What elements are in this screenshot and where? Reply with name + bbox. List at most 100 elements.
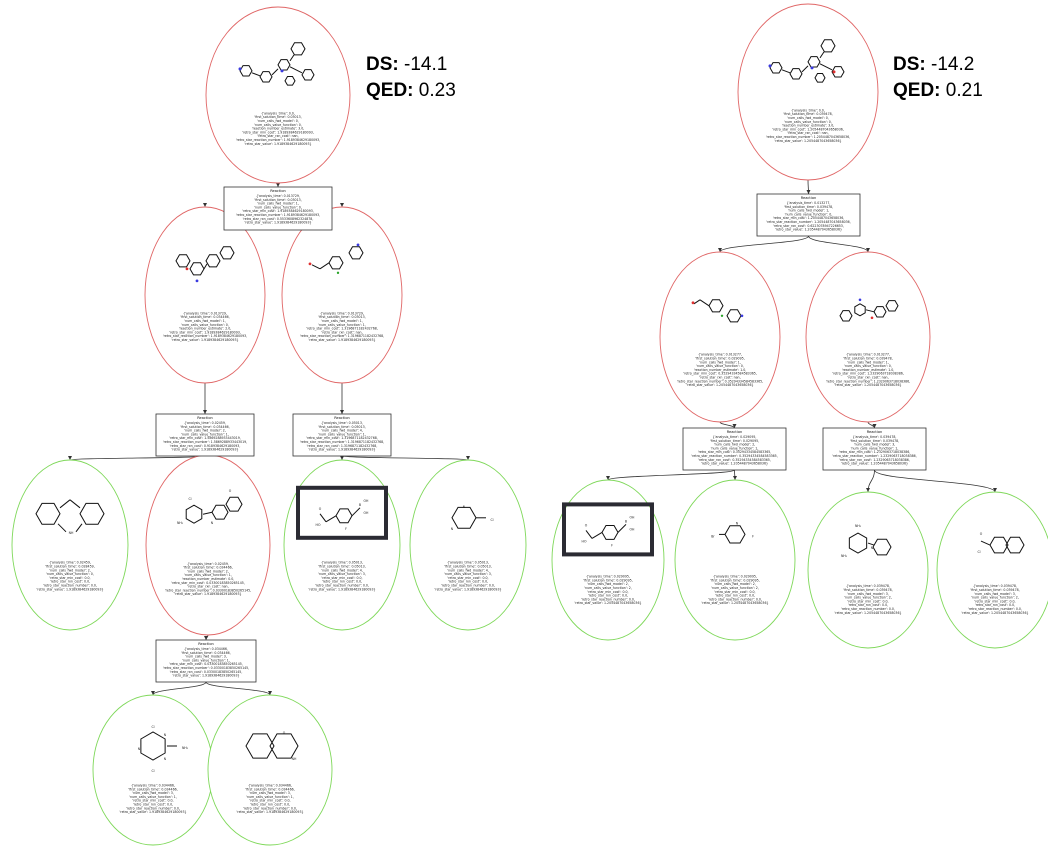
node-stat-line: 'reaction_number_estimate': 1.0, [842, 368, 895, 372]
retrosynthesis-tree-2: {'analysis_time': 0.0,'first_solution_ti… [551, 3, 1048, 649]
solved-node-outline [807, 491, 929, 649]
svg-text:Cl: Cl [151, 725, 154, 729]
node-stat-line: 'first_solution_time': 0.03013, [254, 115, 301, 119]
reaction-stat-line: 'retro_star_reaction_number': 1.20544870… [766, 220, 850, 224]
node-stat-line: 'num_calls_fwd_model': 2, [49, 568, 91, 572]
node-stat-line: {'analysis_time': 0.013277, [698, 353, 742, 357]
node-stat-line: 'first_solution_time': 0.029095, [695, 357, 744, 361]
node-stat-line: 'retro_star_reaction_number': 0.0, [43, 584, 97, 588]
node-stat-line: {'analysis_time': 0.02459, [187, 562, 229, 566]
node-stat-line: 'retro_star_min_cost': 0.0, [974, 599, 1015, 603]
reaction-stat-line: 'retro_star_rxn_cost': 0.918938462918009… [170, 444, 241, 448]
reaction-box-outline [756, 193, 861, 237]
molecule-node-aryl-acid: {'analysis_time': 0.013277,'first_soluti… [659, 251, 781, 423]
node-stat-line: 'retro_star_value': 1.2054487043658036} [774, 139, 841, 143]
node-stat-line: 'retro_star_rxn_cost': 0.0, [250, 803, 290, 807]
node-stat-line: 'retro_star_min_cost': 0.0, [49, 576, 90, 580]
ds-score-right: DS: -14.2 [893, 54, 975, 75]
reaction-box: Reaction{'analysis_time': 0.013729,'firs… [223, 186, 333, 231]
reaction-stat-line: 'retro_star_value': 1.2054487043658036} [775, 228, 842, 232]
reaction-stat-line: 'retro_star_rxn_cost': 1.232906371803838… [839, 458, 910, 462]
svg-text:OH: OH [630, 515, 636, 519]
svg-text:N: N [164, 757, 167, 761]
node-stat-line: 'retro_star_value': 1.9189384629180093} [434, 587, 501, 591]
node-stat-line: 'retro_star_value': 1.9189384629180093} [244, 142, 311, 146]
node-stat-line: 'num_calls_value_function': 1, [129, 795, 177, 799]
node-stat-line: 'retro_star_min_cost': 1.918938462918009… [169, 330, 241, 334]
reaction-box: Reaction{'analysis_time': 0.013277,'firs… [756, 193, 861, 237]
node-stat-line: 'retro_star_value': 1.2054487043658036} [834, 383, 901, 387]
reaction-stat-line: 'num_calls_value_function': 0, [785, 212, 833, 216]
node-stat-line: 'retro_star_min_cost': 0.0, [321, 576, 362, 580]
reaction-stat-line: 'first_solution_time': 0.034466, [181, 651, 230, 655]
edge-arrowhead [203, 203, 207, 207]
reaction-stat-line: 'retro_star_min_cost': 1.918938462918009… [242, 209, 314, 213]
reaction-stat-line: 'num_calls_value_function': 1, [851, 446, 899, 450]
svg-text:B: B [625, 519, 627, 523]
edge-arrowhead [204, 636, 208, 640]
node-stat-line: 'retro_star_rxn_cost': 0.0, [715, 594, 755, 598]
node-stat-line: 'first_solution_time': 0.029095, [583, 578, 632, 582]
reaction-stat-line: {'analysis_time': 0.013729, [256, 194, 300, 198]
node-stat-line: 'retro_star_min_cost': 1.319687118243276… [306, 327, 378, 331]
reaction-stat-line: {'analysis_time': 0.034466, [184, 647, 228, 651]
solved-node-outline [409, 459, 527, 631]
edge-arrowhead [203, 410, 207, 414]
molecule-node-pyrimidine-acid: {'analysis_time': 0.013729,'first_soluti… [281, 206, 403, 384]
edge-arrowhead [466, 456, 470, 460]
svg-text:F: F [345, 527, 347, 531]
edge-arrowhead [276, 183, 280, 187]
node-stat-line: 'first_solution_time': 0.039478, [970, 588, 1019, 592]
edge-arrowhead [718, 248, 722, 252]
node-stat-line: 'retro_star_rxn_cost': nan, [257, 134, 298, 138]
node-stat-line: 'retro_star_min_cost': 1.918938462918009… [242, 130, 314, 134]
node-stat-line: 'retro_star_reaction_number': 1.91893846… [236, 138, 320, 142]
tree-edge [719, 235, 809, 253]
unsolved-node-outline [659, 251, 781, 423]
unsolved-node-outline [205, 6, 351, 184]
node-stat-line: 'num_calls_fwd_model': 2, [714, 582, 756, 586]
tree-edge [719, 421, 735, 429]
reaction-stat-line: 'retro_star_min_cost': 0.352943345845833… [698, 450, 772, 454]
node-stat-line: 'num_calls_value_function': 3, [444, 572, 492, 576]
svg-text:F: F [752, 534, 754, 538]
svg-text:Br: Br [711, 534, 715, 538]
svg-text:Cl: Cl [188, 497, 191, 501]
node-stat-line: 'num_calls_value_function': 1, [246, 795, 294, 799]
tree-edge [341, 455, 469, 461]
reaction-box: Reaction{'analysis_time': 0.02459,'first… [155, 413, 255, 457]
node-stat-line: 'num_calls_fwd_model': 1, [184, 319, 226, 323]
node-stat-line: 'first_solution_time': 0.028459, [45, 565, 94, 569]
node-stat-line: 'retro_star_rxn_cost': 0.0, [322, 580, 362, 584]
edge-arrowhead [993, 488, 997, 492]
edge-arrowhead [872, 424, 877, 428]
qed-score-right: QED: 0.21 [893, 80, 983, 101]
node-stat-line: 'num_calls_value_function': 2, [584, 586, 632, 590]
node-stat-line: 'retro_star_rxn_cost': 0.0, [133, 803, 173, 807]
node-stat-line: 'retro_star_reaction_number': 1.23290637… [826, 379, 910, 383]
node-stat-line: 'retro_star_reaction_number': 0.0, [841, 607, 895, 611]
reaction-box: Reaction{'analysis_time': 0.034466,'firs… [155, 639, 257, 683]
unsolved-node-outline [737, 3, 879, 181]
reaction-stat-line: 'num_calls_fwd_model': 4, [321, 429, 363, 433]
reaction-box: Reaction{'analysis_time': 0.029095,'firs… [682, 427, 787, 471]
node-stat-line: 'retro_star_reaction_number': 1.20544870… [766, 135, 850, 139]
node-stat-line: 'retro_star_value': 1.2054487043658036} [574, 601, 641, 605]
node-stat-line: 'retro_star_reaction_number': 1.91893846… [163, 334, 247, 338]
node-stat-line: 'retro_star_rxn_cost': nan, [699, 376, 740, 380]
reaction-title: Reaction [867, 430, 883, 434]
node-stat-line: 'retro_star_reaction_number': 0.0, [581, 597, 635, 601]
node-stat-line: 'reaction_number_estimate': 1.0, [694, 368, 747, 372]
tree-edge [874, 469, 996, 493]
molecule-node-intermediate-A1: {'analysis_time': 0.013729,'first_soluti… [144, 206, 266, 384]
reaction-box-outline [155, 639, 257, 683]
reaction-stat-line: 'num_calls_fwd_model': 2, [184, 429, 226, 433]
node-stat-line: 'retro_star_value': 1.9189384629180093} [119, 810, 186, 814]
reaction-stat-line: 'retro_star_reaction_number': 1.31968711… [300, 440, 384, 444]
node-stat-line: 'retro_star_reaction_number': 0.0, [315, 584, 369, 588]
